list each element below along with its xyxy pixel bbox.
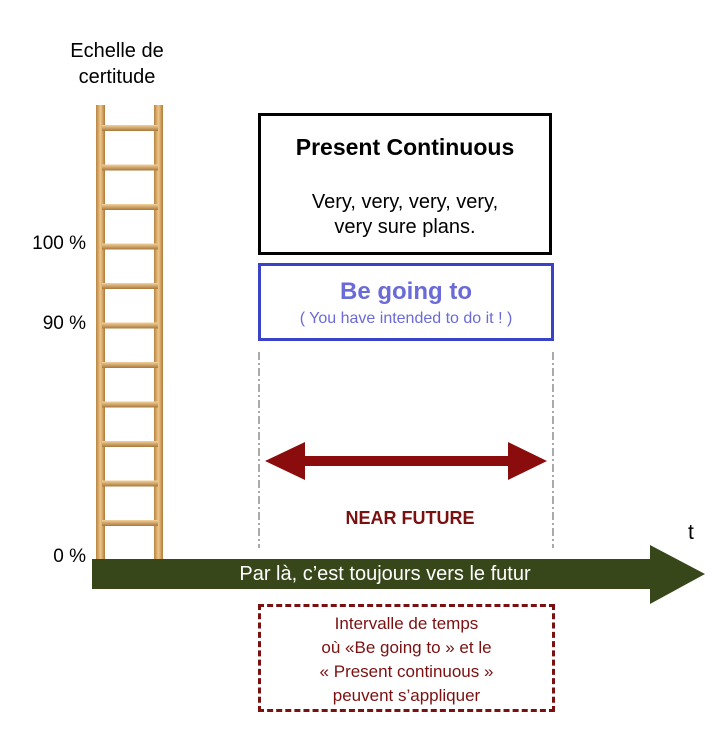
scale-title-line2: certitude: [78, 66, 156, 88]
interval-line-2: où «Be going to » et le: [321, 638, 492, 657]
ladder-rung: [102, 322, 158, 329]
interval-line-4: peuvent s’appliquer: [332, 686, 481, 705]
present-continuous-desc: Very, very, very, very, very sure plans.: [261, 190, 549, 240]
scale-mark-100: 100 %: [32, 233, 86, 254]
be-going-to-subtitle: ( You have intended to do it ! ): [299, 310, 513, 327]
ladder-rung: [102, 283, 158, 289]
ladder-rung: [102, 480, 158, 487]
near-future-double-arrow: [265, 442, 547, 480]
present-continuous-box: Present Continuous Very, very, very, ver…: [258, 113, 552, 255]
ladder-rung: [102, 164, 158, 171]
ladder-rung: [102, 243, 158, 250]
interval-line-3: « Present continuous »: [319, 662, 494, 681]
be-going-to-title: Be going to: [340, 278, 472, 305]
ladder-rung: [102, 441, 158, 447]
present-continuous-title: Present Continuous: [295, 134, 515, 160]
time-axis-label: t: [688, 521, 694, 544]
ladder-rung: [102, 204, 158, 210]
near-future-label: NEAR FUTURE: [345, 508, 475, 528]
scale-mark-0: 0 %: [53, 546, 86, 567]
present-continuous-desc-line2: very sure plans.: [334, 216, 476, 238]
scale-mark-90: 90 %: [42, 313, 86, 334]
interval-box: Intervalle de temps où «Be going to » et…: [258, 604, 555, 712]
ladder-rung: [102, 125, 158, 131]
time-arrow-text: Par là, c’est toujours vers le futur: [239, 563, 531, 585]
present-continuous-desc-line1: Very, very, very, very,: [311, 191, 499, 213]
ladder-rung: [102, 520, 158, 526]
ladder-rung: [102, 362, 158, 368]
scale-title: Echelle de certitude: [62, 38, 172, 90]
interval-line-1: Intervalle de temps: [334, 614, 479, 633]
be-going-to-box: Be going to ( You have intended to do it…: [258, 263, 554, 341]
ladder-icon: [96, 105, 163, 565]
time-arrow: [92, 545, 705, 604]
scale-title-line1: Echelle de: [70, 40, 164, 62]
ladder-rung: [102, 401, 158, 408]
